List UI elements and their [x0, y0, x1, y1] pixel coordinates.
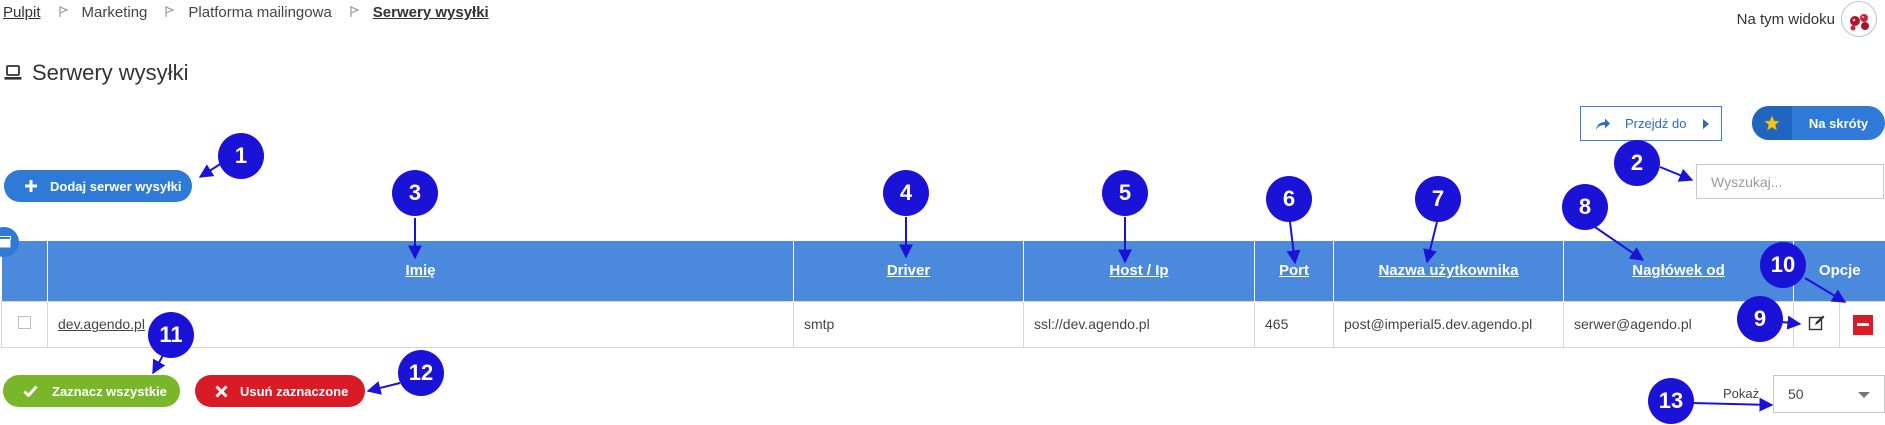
search-input[interactable]: [1697, 173, 1885, 190]
header-from[interactable]: Nagłówek od: [1563, 241, 1794, 301]
delete-selected-label: Usuń zaznaczone: [240, 383, 349, 399]
header-username[interactable]: Nazwa użytkownika: [1333, 241, 1564, 301]
callout-12: 12: [398, 350, 444, 396]
star-icon: [1752, 106, 1792, 140]
delete-icon[interactable]: [1852, 314, 1873, 335]
caret-right-icon: [1703, 119, 1709, 129]
cell-username: post@imperial5.dev.agendo.pl: [1333, 300, 1564, 348]
cell-driver: smtp: [793, 300, 1024, 348]
chevron-down-icon: [1858, 392, 1870, 398]
header-host[interactable]: Host / Ip: [1023, 241, 1255, 301]
x-icon: [215, 384, 228, 398]
row-checkbox-cell: [1, 300, 48, 348]
flag-icon: [165, 6, 175, 17]
share-arrow-icon: [1596, 118, 1610, 130]
callout-4: 4: [883, 170, 929, 216]
plus-icon: [25, 180, 37, 192]
breadcrumb-current[interactable]: Serwery wysyłki: [372, 4, 489, 21]
header-port[interactable]: Port: [1254, 241, 1334, 301]
flag-icon: [58, 6, 68, 17]
row-checkbox[interactable]: [18, 316, 31, 329]
header-checkbox: [1, 241, 48, 301]
goto-button[interactable]: Przejdź do: [1580, 106, 1722, 141]
delete-cell: [1839, 300, 1885, 348]
page-size-value: 50: [1788, 386, 1804, 402]
breadcrumb-marketing[interactable]: Marketing: [81, 4, 148, 21]
avatar[interactable]: [1841, 1, 1877, 37]
callout-6: 6: [1266, 176, 1312, 222]
callout-9: 9: [1737, 296, 1783, 342]
table-header-row: Imię Driver Host / Ip Port Nazwa użytkow…: [1, 241, 1885, 301]
callout-5: 5: [1102, 170, 1148, 216]
delete-selected-button[interactable]: Usuń zaznaczone: [195, 375, 365, 407]
header-name[interactable]: Imię: [47, 241, 794, 301]
select-all-label: Zaznacz wszystkie: [52, 383, 167, 399]
flag-icon: [350, 6, 359, 17]
page-title: Serwery wysyłki: [4, 60, 188, 86]
callout-11: 11: [148, 312, 194, 358]
callout-1: 1: [218, 133, 264, 179]
columns-icon[interactable]: [0, 227, 19, 257]
search-box: [1696, 164, 1885, 199]
view-label: Na tym widoku: [1736, 10, 1835, 28]
breadcrumb: Pulpit Marketing Platforma mailingowa Se…: [3, 4, 489, 21]
callout-3: 3: [392, 170, 438, 216]
table-row: dev.agendo.pl smtp ssl://dev.agendo.pl 4…: [1, 300, 1885, 348]
page-size-select[interactable]: 50: [1773, 375, 1885, 413]
callout-7: 7: [1415, 176, 1461, 222]
header-options: Opcje: [1793, 241, 1885, 301]
view-selector[interactable]: Na tym widoku: [1737, 1, 1877, 37]
callout-8: 8: [1562, 184, 1608, 230]
page-size-label: Pokaż: [1723, 386, 1760, 401]
page-title-text: Serwery wysyłki: [32, 60, 189, 85]
check-icon: [23, 385, 38, 397]
callout-13: 13: [1648, 378, 1694, 424]
breadcrumb-pulpit[interactable]: Pulpit: [3, 4, 41, 21]
edit-icon[interactable]: [1807, 313, 1827, 333]
callout-10: 10: [1760, 242, 1806, 288]
breadcrumb-platforma[interactable]: Platforma mailingowa: [188, 4, 332, 21]
header-driver[interactable]: Driver: [793, 241, 1024, 301]
add-server-label: Dodaj serwer wysyłki: [50, 178, 182, 194]
shortcut-button[interactable]: Na skróty: [1752, 106, 1885, 140]
cell-host: ssl://dev.agendo.pl: [1023, 300, 1255, 348]
select-all-button[interactable]: Zaznacz wszystkie: [3, 375, 180, 407]
add-server-button[interactable]: Dodaj serwer wysyłki: [4, 170, 192, 202]
laptop-icon: [4, 65, 22, 80]
edit-cell: [1793, 300, 1840, 348]
shortcut-label: Na skróty: [1808, 115, 1869, 131]
cell-port: 465: [1254, 300, 1334, 348]
berries-icon: [1850, 14, 1869, 31]
servers-table: Imię Driver Host / Ip Port Nazwa użytkow…: [0, 227, 1885, 348]
goto-label: Przejdź do: [1625, 116, 1687, 131]
callout-2: 2: [1614, 140, 1660, 186]
